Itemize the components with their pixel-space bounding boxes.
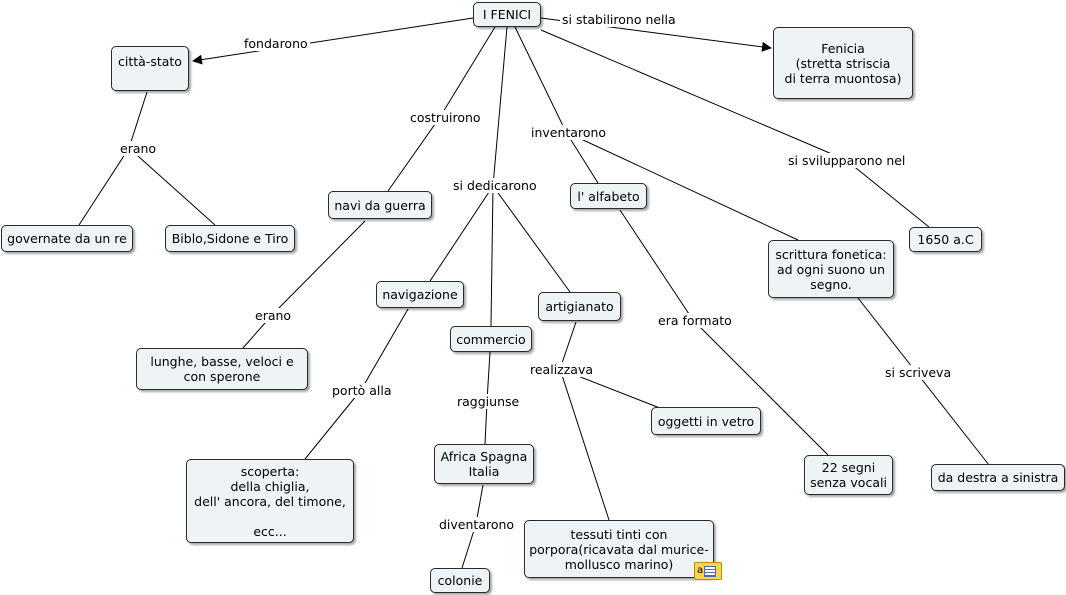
node-biblo-sidone-tiro[interactable]: Biblo,Sidone e Tiro <box>165 225 295 252</box>
label-si-scriveva: si scriveva <box>883 365 954 380</box>
label-realizzava: realizzava <box>528 362 596 377</box>
node-fenicia[interactable]: Fenicia (stretta striscia di terra muont… <box>773 27 913 99</box>
node-africa-spagna-italia[interactable]: Africa Spagna Italia <box>434 444 534 484</box>
label-si-stabilirono: si stabilirono nella <box>560 12 678 27</box>
node-artigianato[interactable]: artigianato <box>538 292 621 321</box>
note-page-glyph <box>704 565 717 577</box>
node-citta-stato[interactable]: città-stato <box>111 46 189 91</box>
label-diventarono: diventarono <box>437 517 517 532</box>
node-1650-ac[interactable]: 1650 a.C <box>909 227 982 252</box>
node-22-segni[interactable]: 22 segni senza vocali <box>804 455 893 495</box>
node-navi-da-guerra[interactable]: navi da guerra <box>328 191 432 219</box>
label-costruirono: costruirono <box>408 110 483 125</box>
label-fondarono: fondarono <box>242 36 310 51</box>
label-erano: erano <box>118 141 159 156</box>
node-governate-da-un-re[interactable]: governate da un re <box>1 225 133 252</box>
label-si-svilupparono: si svilupparono nel <box>786 153 908 168</box>
node-navigazione[interactable]: navigazione <box>376 281 464 308</box>
node-tessuti-tinti[interactable]: tessuti tinti con porpora(ricavata dal m… <box>524 520 714 578</box>
label-inventarono: inventarono <box>529 125 609 140</box>
node-scrittura-fonetica[interactable]: scrittura fonetica: ad ogni suono un seg… <box>768 240 894 298</box>
label-si-dedicarono: si dedicarono <box>451 178 539 193</box>
note-icon-letter: a <box>697 565 704 576</box>
label-raggiunse: raggiunse <box>455 394 522 409</box>
node-commercio[interactable]: commercio <box>450 326 532 352</box>
node-scoperta[interactable]: scoperta: della chiglia, dell' ancora, d… <box>186 459 354 543</box>
node-colonie[interactable]: colonie <box>430 568 490 593</box>
label-porto-alla: portò alla <box>330 383 394 398</box>
node-alfabeto[interactable]: l' alfabeto <box>570 183 647 209</box>
node-da-destra-a-sinistra[interactable]: da destra a sinistra <box>931 464 1065 491</box>
note-icon[interactable]: a <box>694 562 722 580</box>
label-erano-navi: erano <box>253 308 294 323</box>
node-i-fenici[interactable]: I FENICI <box>473 2 541 27</box>
node-oggetti-in-vetro[interactable]: oggetti in vetro <box>651 407 761 435</box>
label-era-formato: era formato <box>656 313 734 328</box>
node-lunghe-basse-veloci[interactable]: lunghe, basse, veloci e con sperone <box>136 348 308 390</box>
link-fondarono <box>192 17 474 65</box>
